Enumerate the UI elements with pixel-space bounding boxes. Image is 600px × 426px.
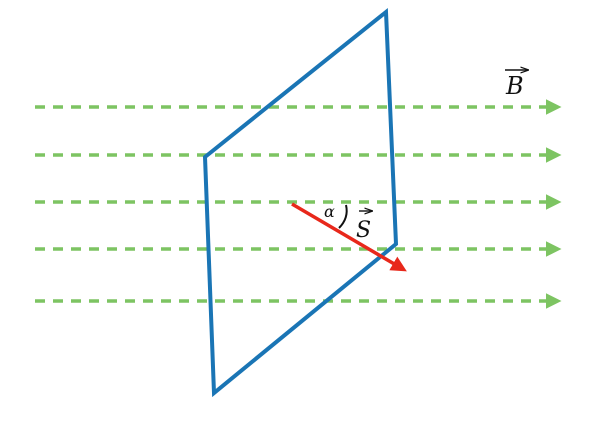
surface-parallelogram [202,7,399,398]
field-lines [35,99,562,309]
field-label: B [505,70,528,100]
field-symbol: B [505,72,524,100]
surface-vector-symbol: S [356,218,371,243]
surface-vector-arrow [291,202,407,272]
angle-arc [338,204,348,229]
surface-vector-label: S [356,211,372,243]
angle-label: α [324,202,335,221]
